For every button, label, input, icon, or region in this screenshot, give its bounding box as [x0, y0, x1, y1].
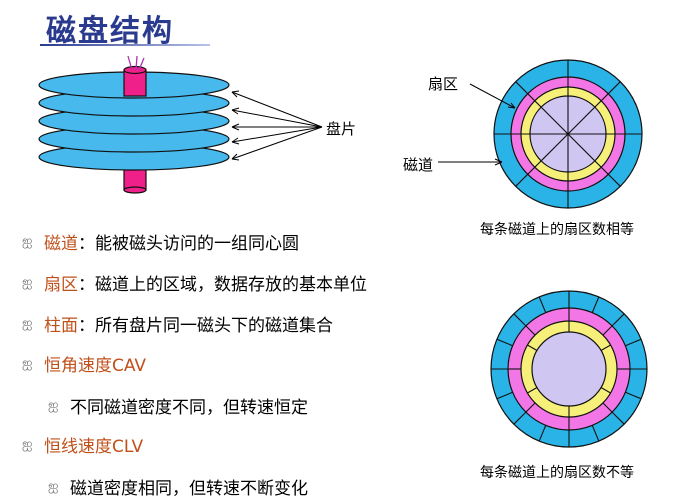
bullet-text: ：所有盘片同一磁头下的磁道集合: [78, 316, 333, 336]
bullet-text: 磁道密度相同，但转速不断变化: [70, 479, 308, 499]
swirl-bullet-icon: ஐ: [22, 355, 33, 371]
bullet-clv: ஐ 恒线速度CLV: [22, 432, 144, 458]
disk-equal-sectors: [493, 59, 643, 209]
caption-unequal-sectors: 每条磁道上的扇区数不等: [480, 465, 634, 481]
sector-label: 扇区: [428, 75, 459, 93]
bullet-clv-detail: ஐ 磁道密度相同，但转速不断变化: [48, 474, 308, 500]
swirl-bullet-icon: ஐ: [48, 397, 59, 413]
bullet-sector: ஐ 扇区：磁道上的区域，数据存放的基本单位: [22, 270, 367, 296]
bullet-term: 扇区: [44, 275, 78, 295]
swirl-bullet-icon: ஐ: [22, 315, 33, 331]
platter-stack: [38, 55, 230, 194]
bullet-text: 不同磁道密度不同，但转速恒定: [70, 398, 308, 418]
swirl-bullet-icon: ஐ: [22, 233, 33, 249]
swirl-bullet-icon: ஐ: [48, 478, 59, 494]
page-title: 磁盘结构: [46, 14, 174, 49]
bullet-term: 柱面: [44, 316, 78, 336]
bullet-term: 磁道: [44, 234, 78, 254]
platter-arrows: [231, 90, 323, 161]
bullet-term: 恒角速度CAV: [44, 356, 147, 376]
bullet-term: 恒线速度CLV: [44, 437, 144, 457]
bullet-cav: ஐ 恒角速度CAV: [22, 351, 147, 377]
sector-arrow: [469, 83, 516, 109]
bullet-text: ：磁道上的区域，数据存放的基本单位: [78, 275, 367, 295]
swirl-bullet-icon: ஐ: [22, 436, 33, 452]
track-label: 磁道: [403, 156, 434, 174]
bullet-text: ：能被磁头访问的一组同心圆: [78, 234, 299, 254]
title-underline: [40, 44, 210, 46]
disk-unequal-sectors: [490, 290, 648, 448]
swirl-bullet-icon: ஐ: [22, 274, 33, 290]
platter-label: 盘片: [326, 120, 357, 138]
track-arrow: [438, 158, 503, 166]
bullet-cav-detail: ஐ 不同磁道密度不同，但转速恒定: [48, 393, 308, 419]
bullet-cylinder: ஐ 柱面：所有盘片同一磁头下的磁道集合: [22, 311, 333, 337]
caption-equal-sectors: 每条磁道上的扇区数相等: [480, 222, 634, 238]
bullet-track: ஐ 磁道：能被磁头访问的一组同心圆: [22, 229, 299, 255]
